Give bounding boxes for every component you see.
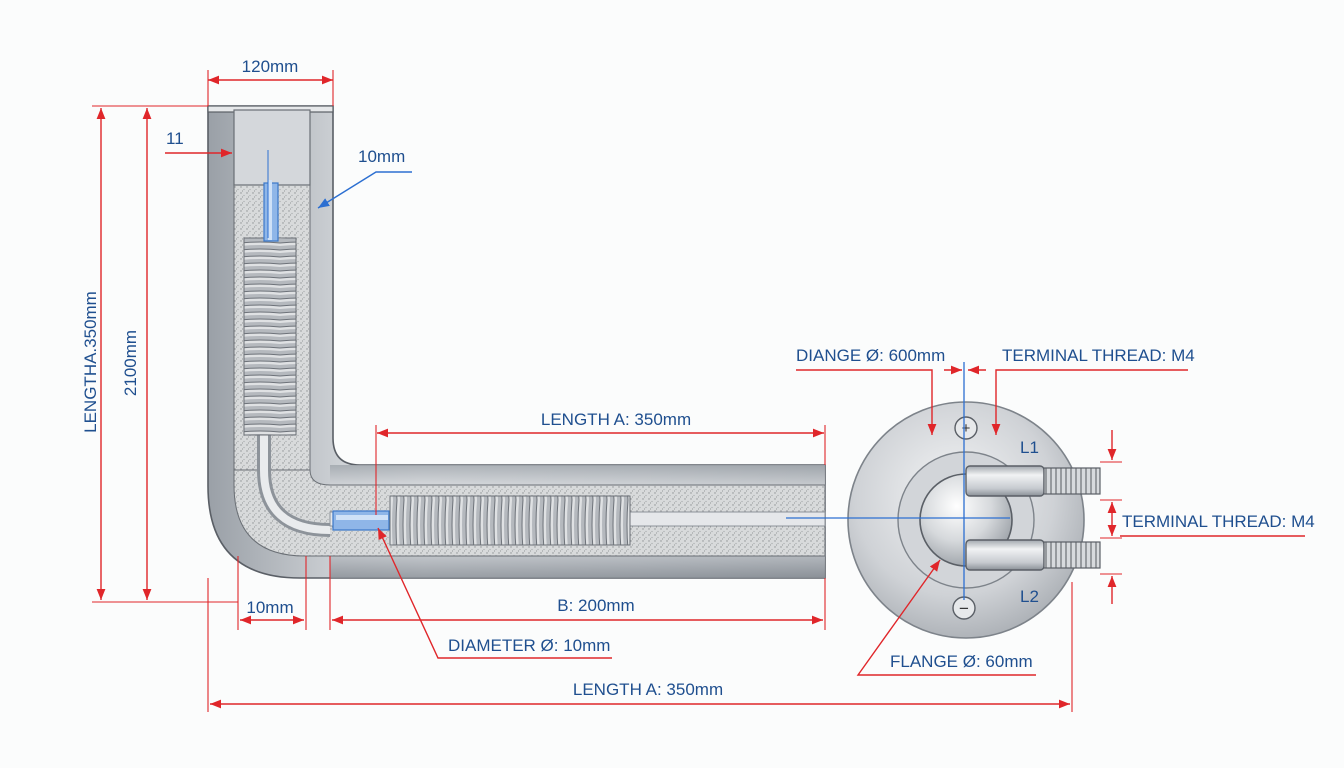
heater-tube (207, 105, 826, 579)
terminal-head (919, 465, 1101, 571)
length-a-top-label: LENGTH A: 350mm (541, 410, 691, 429)
flange-label: FLANGE Ø: 60mm (890, 652, 1033, 671)
bottom-10mm-label: 10mm (246, 598, 293, 617)
terminal-thread-side-label: TERMINAL THREAD: M4 (1122, 512, 1315, 531)
plus-symbol: + (962, 420, 971, 437)
labels: 120mm 11 10mm LENGTHA.350mm 2100mm LENGT… (81, 57, 1315, 699)
positive-terminal-icon (954, 416, 978, 440)
minus-symbol: − (959, 599, 969, 618)
terminal-thread-top-label: TERMINAL THREAD: M4 (1002, 346, 1195, 365)
terminal-l2-label: L2 (1020, 587, 1039, 606)
dimension-lines (92, 70, 1305, 712)
b-length-label: B: 200mm (557, 596, 634, 615)
length-a-bottom-label: LENGTH A: 350mm (573, 680, 723, 699)
inner-height-label: 2100mm (121, 330, 140, 396)
terminal-l1-label: L1 (1020, 438, 1039, 457)
wall-marker-label: 11 (166, 129, 184, 148)
top-width-label: 120mm (242, 57, 299, 76)
diameter-label: DIAMETER Ø: 10mm (448, 636, 610, 655)
terminal-l2-thread (1043, 541, 1101, 569)
tube-wall-label: 10mm (358, 147, 405, 166)
heating-element-horizontal (332, 510, 390, 531)
overall-height-label: LENGTHA.350mm (81, 291, 100, 433)
diange-label: DIANGE Ø: 600mm (796, 346, 945, 365)
terminal-l1-thread (1043, 467, 1101, 495)
centerlines (267, 150, 1010, 600)
